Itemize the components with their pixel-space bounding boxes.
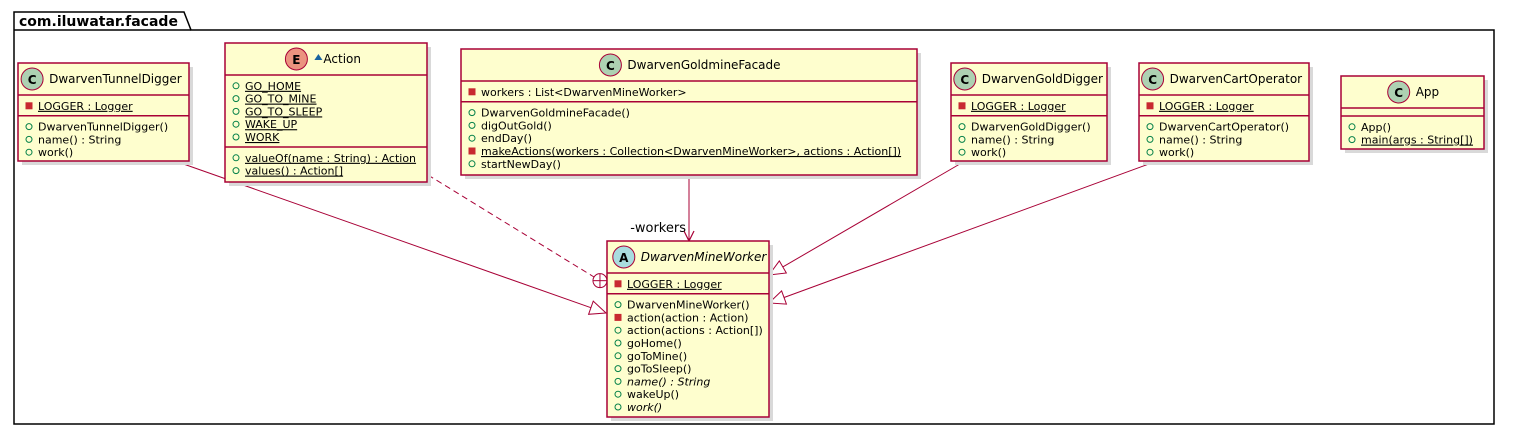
class-name: DwarvenGoldDigger — [982, 72, 1103, 86]
generalization-arrowhead-icon — [589, 301, 606, 314]
field-private-marker-icon — [469, 89, 475, 95]
class-badge-letter: C — [960, 73, 969, 87]
abstract-badge-letter: A — [619, 251, 629, 265]
method-item: digOutGold() — [481, 119, 552, 132]
enum-badge-letter: E — [292, 53, 300, 67]
class-tunnel: C DwarvenTunnelDiggerLOGGER : LoggerDwarv… — [18, 63, 193, 165]
method-item: endDay() — [481, 132, 532, 145]
relation-facade-workers: -workers — [630, 175, 694, 241]
class-gold: C DwarvenGoldDiggerLOGGER : LoggerDwarven… — [951, 63, 1111, 165]
nested-dependency-line — [428, 175, 594, 277]
field-item: LOGGER : Logger — [38, 100, 133, 113]
method-item: goToSleep() — [627, 363, 691, 376]
package-name: com.iluwatar.facade — [19, 14, 178, 30]
generalization-line — [784, 161, 1157, 298]
class-badge-letter: C — [28, 73, 37, 87]
field-item: LOGGER : Logger — [1159, 100, 1254, 113]
class-app: C AppApp()main(args : String[]) — [1341, 76, 1488, 153]
association-role-label: -workers — [630, 221, 686, 236]
method-item: makeActions(workers : Collection<Dwarven… — [481, 145, 901, 158]
method-item: name() : String — [627, 375, 710, 388]
method-item: wakeUp() — [627, 388, 679, 401]
method-item: DwarvenGoldDigger() — [971, 121, 1091, 134]
method-item: values() : Action[] — [245, 165, 343, 178]
method-item: work() — [971, 146, 1006, 159]
class-name: DwarvenGoldmineFacade — [627, 58, 780, 72]
class-facade: C DwarvenGoldmineFacade workers : List<Dwa… — [461, 49, 921, 179]
method-item: name() : String — [971, 133, 1054, 146]
class-badge-letter: C — [1148, 73, 1157, 87]
method-item: action(actions : Action[]) — [627, 324, 763, 337]
method-item: DwarvenTunnelDigger() — [38, 121, 168, 134]
method-item: work() — [627, 401, 662, 414]
class-badge-letter: C — [606, 59, 615, 73]
field-item: WORK — [245, 131, 280, 144]
field-item: GO_HOME — [245, 80, 301, 93]
class-name: DwarvenTunnelDigger — [49, 72, 182, 86]
field-item: LOGGER : Logger — [971, 100, 1066, 113]
relation-action-nested — [428, 175, 607, 288]
class-name: DwarvenMineWorker — [641, 250, 768, 264]
method-private-marker-icon — [469, 148, 475, 154]
method-item: work() — [1159, 146, 1194, 159]
method-item: main(args : String[]) — [1361, 134, 1473, 147]
field-item: LOGGER : Logger — [627, 278, 722, 291]
class-badge-letter: C — [1394, 86, 1403, 100]
class-action: E ActionGO_HOMEGO_TO_MINEGO_TO_SLEEPWAKE_… — [225, 43, 431, 186]
field-item: workers : List<DwarvenMineWorker> — [481, 86, 687, 99]
field-private-marker-icon — [1147, 103, 1153, 109]
method-item: DwarvenMineWorker() — [627, 299, 750, 312]
method-item: goToMine() — [627, 350, 687, 363]
class-worker: A DwarvenMineWorkerLOGGER : LoggerDwarven… — [607, 241, 773, 421]
field-private-marker-icon — [959, 103, 965, 109]
method-item: name() : String — [1159, 133, 1242, 146]
method-item: startNewDay() — [481, 158, 561, 171]
method-item: goHome() — [627, 337, 682, 350]
method-item: App() — [1361, 121, 1391, 134]
class-cart: C DwarvenCartOperatorLOGGER : LoggerDwarv… — [1139, 63, 1313, 165]
method-item: DwarvenGoldmineFacade() — [481, 107, 630, 120]
field-private-marker-icon — [615, 281, 621, 287]
method-item: name() : String — [38, 133, 121, 146]
relation-cart-extends — [769, 161, 1157, 304]
method-item: action(action : Action) — [627, 311, 748, 324]
class-name: DwarvenCartOperator — [1170, 72, 1303, 86]
method-item: work() — [38, 146, 73, 159]
method-private-marker-icon — [615, 314, 621, 320]
method-item: DwarvenCartOperator() — [1159, 121, 1289, 134]
method-item: valueOf(name : String) : Action — [245, 152, 416, 165]
field-private-marker-icon — [26, 103, 32, 109]
class-name: Action — [323, 52, 361, 66]
field-item: GO_TO_SLEEP — [245, 105, 323, 118]
field-item: WAKE_UP — [245, 118, 298, 131]
class-name: App — [1416, 85, 1439, 99]
field-item: GO_TO_MINE — [245, 93, 317, 106]
